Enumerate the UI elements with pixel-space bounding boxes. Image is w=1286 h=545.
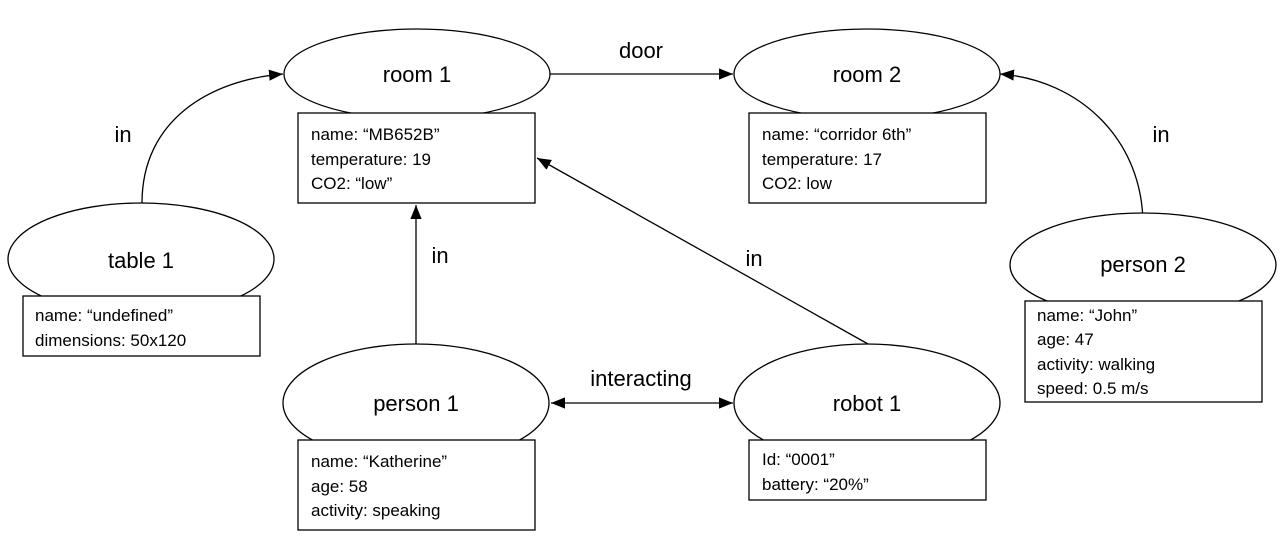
node-label-robot1: robot 1 — [833, 391, 902, 416]
attr-room1-temperature: temperature: 19 — [311, 150, 431, 169]
node-person2: person 2 name: “John” age: 47 activity: … — [1009, 212, 1277, 403]
node-label-room1: room 1 — [383, 62, 451, 87]
edge-label-robot-in: in — [745, 246, 762, 271]
attr-robot1-battery: battery: “20%” — [762, 475, 869, 494]
attr-room2-co2: CO2: low — [762, 174, 833, 193]
edge-label-person1-in: in — [431, 243, 448, 268]
edge-door: door — [550, 38, 733, 80]
edge-label-door: door — [619, 38, 663, 63]
attr-person2-name: name: “John” — [1037, 306, 1137, 325]
attr-box-person2 — [1024, 300, 1263, 403]
attr-room2-name: name: “corridor 6th” — [762, 125, 912, 144]
attr-box-room1 — [297, 112, 536, 204]
node-label-room2: room 2 — [833, 62, 901, 87]
edge-interacting: interacting — [551, 366, 733, 409]
attr-box-robot1 — [748, 439, 987, 501]
attr-table1-name: name: “undefined” — [35, 306, 173, 325]
attr-box-table1 — [22, 295, 261, 357]
edge-person2-in-room2: in — [999, 69, 1170, 226]
edge-label-table-in: in — [114, 122, 131, 147]
attr-room1-name: name: “MB652B” — [311, 125, 440, 144]
node-label-person1: person 1 — [373, 391, 459, 416]
edge-label-interacting: interacting — [590, 366, 692, 391]
edge-table-in-room1: in — [114, 69, 284, 204]
attr-room1-co2: CO2: “low” — [311, 174, 393, 193]
attr-robot1-id: Id: “0001” — [762, 450, 835, 469]
attr-box-person1 — [297, 439, 536, 531]
attr-person2-activity: activity: walking — [1037, 355, 1155, 374]
attr-person2-speed: speed: 0.5 m/s — [1037, 379, 1149, 398]
node-robot1: robot 1 Id: “0001” battery: “20%” — [733, 343, 1001, 501]
node-label-person2: person 2 — [1100, 252, 1186, 277]
node-table1: table 1 name: “undefined” dimensions: 50… — [7, 202, 275, 357]
attr-person1-activity: activity: speaking — [311, 501, 440, 520]
edge-label-person2-in: in — [1152, 122, 1169, 147]
attr-person2-age: age: 47 — [1037, 330, 1094, 349]
node-label-table1: table 1 — [108, 248, 174, 273]
node-room1: room 1 name: “MB652B” temperature: 19 CO… — [283, 28, 551, 204]
attr-person1-age: age: 58 — [311, 477, 368, 496]
attr-box-room2 — [748, 112, 987, 204]
attr-room2-temperature: temperature: 17 — [762, 150, 882, 169]
attr-table1-dimensions: dimensions: 50x120 — [35, 331, 186, 350]
attr-person1-name: name: “Katherine” — [311, 452, 447, 471]
edge-person1-in-room1: in — [410, 205, 449, 344]
node-person1: person 1 name: “Katherine” age: 58 activ… — [282, 343, 550, 531]
node-room2: room 2 name: “corridor 6th” temperature:… — [733, 28, 1001, 204]
edge-robot-in-room1: in — [536, 157, 869, 345]
